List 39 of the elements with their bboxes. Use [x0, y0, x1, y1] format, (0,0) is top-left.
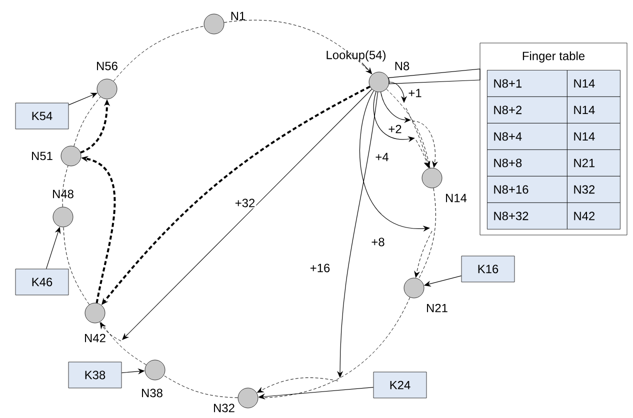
node-label: N56	[97, 62, 118, 70]
ring-arc	[62, 166, 68, 208]
key-box: K24	[373, 372, 427, 398]
node-label: N48	[53, 190, 74, 198]
arrow	[388, 82, 408, 103]
key-box: K16	[461, 256, 515, 282]
ring-arc	[418, 188, 436, 280]
arrow	[362, 62, 372, 74]
edge-label: +4	[376, 152, 388, 162]
node-label: N51	[32, 152, 52, 160]
edge-label: +8	[372, 238, 384, 246]
ring-arc	[386, 88, 430, 168]
arrow	[412, 120, 438, 168]
ring-arc	[100, 321, 146, 366]
arrow	[414, 230, 432, 278]
ring-arc	[63, 226, 90, 305]
arrow	[416, 140, 430, 168]
arrow	[257, 377, 338, 393]
key-box: K46	[15, 268, 69, 296]
node-label: N38	[142, 388, 162, 398]
node-label: N32	[214, 404, 234, 412]
ring-arc	[163, 375, 238, 398]
arrow	[122, 88, 372, 340]
lookup-label: Lookup(54)	[326, 50, 386, 62]
node-label: N14	[446, 194, 467, 202]
key-box: K38	[68, 362, 122, 388]
node-label: N8	[395, 62, 410, 70]
ring-arc	[74, 96, 101, 146]
node-label: N42	[85, 334, 106, 342]
edge-label: +1	[408, 88, 422, 98]
node-label: N21	[427, 304, 448, 312]
edge-label: +16	[310, 264, 330, 272]
ring-arc	[258, 297, 410, 398]
key-box: K54	[15, 102, 69, 130]
edge-label: +2	[388, 124, 402, 134]
edge-label: +32	[235, 198, 255, 208]
ring-arc	[113, 26, 204, 82]
node-label: N1	[231, 12, 246, 20]
arrow	[100, 322, 122, 342]
